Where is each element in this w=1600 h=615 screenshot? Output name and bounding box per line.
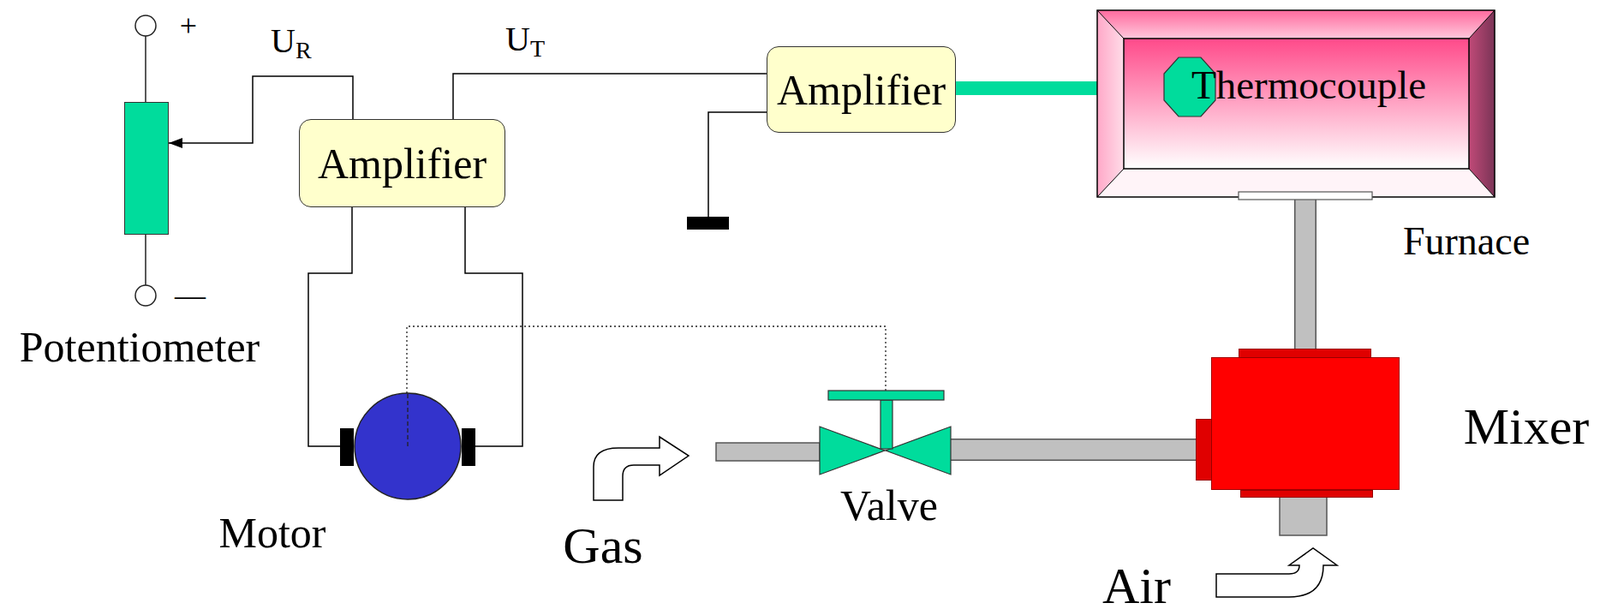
mixer-flange bbox=[1238, 348, 1372, 359]
arrowhead bbox=[168, 137, 183, 149]
amplifier-box: Amplifier bbox=[298, 119, 506, 208]
furnace-bevel bbox=[1097, 10, 1495, 39]
node-label: Mixer bbox=[1463, 400, 1590, 453]
furnace-chamber bbox=[1123, 38, 1469, 169]
flow-label: Gas bbox=[562, 519, 643, 572]
signal-name: UR bbox=[270, 23, 312, 63]
motor-body bbox=[354, 393, 461, 500]
bevel-edge bbox=[1097, 10, 1124, 39]
connector bbox=[308, 207, 353, 447]
node-label: Amplifier bbox=[776, 68, 946, 112]
wire bbox=[308, 207, 353, 447]
gas-pipe bbox=[716, 442, 820, 461]
terminal-circle bbox=[135, 15, 156, 36]
connector bbox=[406, 326, 886, 394]
bevel-edge bbox=[1097, 168, 1124, 198]
motor-shaft bbox=[406, 393, 408, 447]
motor-brush bbox=[461, 428, 476, 466]
furnace-bevel bbox=[1097, 10, 1124, 198]
node-label: Valve bbox=[840, 483, 938, 527]
furnace: FurnaceThermocouple bbox=[1097, 10, 1495, 198]
ground-wire bbox=[708, 112, 773, 217]
amplifier-box: Amplifier bbox=[766, 46, 956, 133]
ground-symbol bbox=[686, 216, 729, 230]
shape-outline bbox=[819, 390, 951, 475]
signal-subscript: T bbox=[530, 35, 545, 62]
pipe bbox=[1295, 197, 1316, 358]
node-label: Thermocouple bbox=[1191, 65, 1427, 106]
mixer-flange bbox=[1195, 418, 1212, 481]
furnace-plate bbox=[1238, 191, 1373, 200]
motor-brush bbox=[340, 428, 354, 466]
mixer: Mixer bbox=[1211, 357, 1400, 490]
node-label: Amplifier bbox=[317, 142, 487, 186]
valve: Valve bbox=[819, 390, 951, 475]
terminal-sign: — bbox=[174, 280, 206, 311]
mixer-flange bbox=[1240, 489, 1374, 498]
terminal-lead bbox=[144, 35, 147, 102]
gas-flow-arrow bbox=[593, 436, 689, 501]
node-label: Potentiometer bbox=[19, 325, 261, 369]
thermocouple: Thermocouple bbox=[1163, 56, 1432, 118]
signal-letter: U bbox=[505, 19, 531, 59]
pipe-outline bbox=[1294, 197, 1317, 358]
air-pipe bbox=[1279, 496, 1327, 536]
potentiometer-slider: Potentiometer bbox=[124, 101, 169, 235]
valve-stem bbox=[880, 400, 893, 449]
signal-name: UT bbox=[505, 22, 545, 61]
terminal-circle bbox=[135, 285, 156, 306]
terminal-lead bbox=[144, 234, 147, 286]
motor: Motor bbox=[340, 393, 476, 500]
furnace-outline bbox=[1097, 10, 1495, 198]
pipe-outline bbox=[950, 438, 1212, 461]
connector bbox=[950, 449, 1212, 451]
connector bbox=[1305, 197, 1307, 358]
flow-label: Air bbox=[1102, 560, 1171, 612]
valve-body bbox=[819, 426, 885, 475]
valve-handle bbox=[828, 390, 944, 400]
pipe bbox=[950, 440, 1212, 460]
shape-outline bbox=[340, 393, 476, 500]
signal-subscript: R bbox=[295, 36, 312, 64]
bevel-edge bbox=[1468, 10, 1495, 39]
furnace-body bbox=[1097, 10, 1495, 198]
signal-letter: U bbox=[270, 21, 296, 60]
terminal-sign: + bbox=[179, 10, 198, 42]
furnace-bevel bbox=[1468, 10, 1495, 198]
air-flow-arrow bbox=[1216, 548, 1338, 598]
node-label: Motor bbox=[219, 511, 327, 555]
bevel-edge bbox=[1468, 168, 1495, 198]
valve-body bbox=[885, 426, 951, 475]
mechanical-link bbox=[406, 326, 886, 394]
node-label: Furnace bbox=[1402, 221, 1530, 262]
